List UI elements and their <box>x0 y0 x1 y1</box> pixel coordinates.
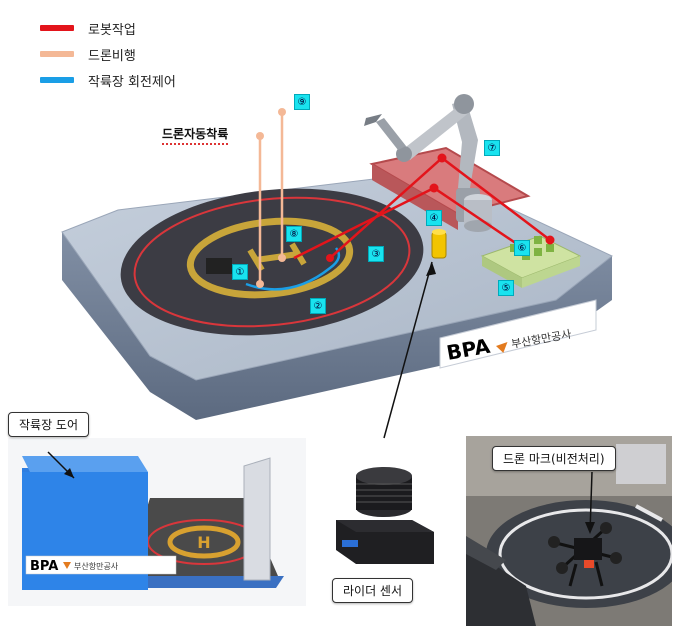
marker-3: ③ <box>368 246 384 262</box>
pad-red-ring <box>133 196 411 328</box>
legend-item-drone: 드론비행 <box>40 44 136 64</box>
door-callout: 작륙장 도어 <box>8 412 90 437</box>
rotation-path <box>245 247 341 291</box>
landing-pad <box>120 188 424 336</box>
marker-8: ⑧ <box>286 226 302 242</box>
door-panel: H BPA 부산항만공사 <box>8 438 306 606</box>
legend-item-robot: 로봇작업 <box>40 18 136 38</box>
legend-swatch <box>40 25 74 31</box>
lidar-photo <box>316 446 456 576</box>
robot-arm <box>364 94 480 222</box>
marker-5: ⑤ <box>498 280 514 296</box>
legend-label: 드론비행 <box>88 48 136 64</box>
lidar-small <box>431 231 447 259</box>
legend-item-rotation: 작륙장 회전제어 <box>40 70 176 90</box>
marker-1: ① <box>232 264 248 280</box>
marker-2: ② <box>310 298 326 314</box>
legend-swatch <box>40 77 74 83</box>
lidar-callout: 라이더 센서 <box>332 578 414 603</box>
pad-yellow-ring <box>186 217 354 299</box>
legend-label: 작륙장 회전제어 <box>88 74 176 90</box>
marker-9: ⑨ <box>294 94 310 110</box>
door-pad-h: H <box>197 533 210 552</box>
door-logo-korean: 부산항만공사 <box>74 561 119 571</box>
marker-4: ④ <box>426 210 442 226</box>
drone-box <box>206 258 232 274</box>
platform-illustration: BPA 부산항만공사 <box>61 94 613 439</box>
legend-swatch <box>40 51 74 57</box>
marker-7: ⑦ <box>484 140 500 156</box>
drone-title: 드론자동착륙 <box>162 125 229 145</box>
marker-6: ⑥ <box>514 240 530 256</box>
door-logo-bpa: BPA <box>30 559 58 574</box>
legend: 로봇작업 드론비행 작륙장 회전제어 <box>40 18 240 98</box>
logo-plate <box>439 299 597 369</box>
legend-label: 로봇작업 <box>88 22 136 38</box>
lidar-arrow <box>383 261 433 439</box>
drone-mark-callout: 드론 마크(비전처리) <box>492 446 616 471</box>
